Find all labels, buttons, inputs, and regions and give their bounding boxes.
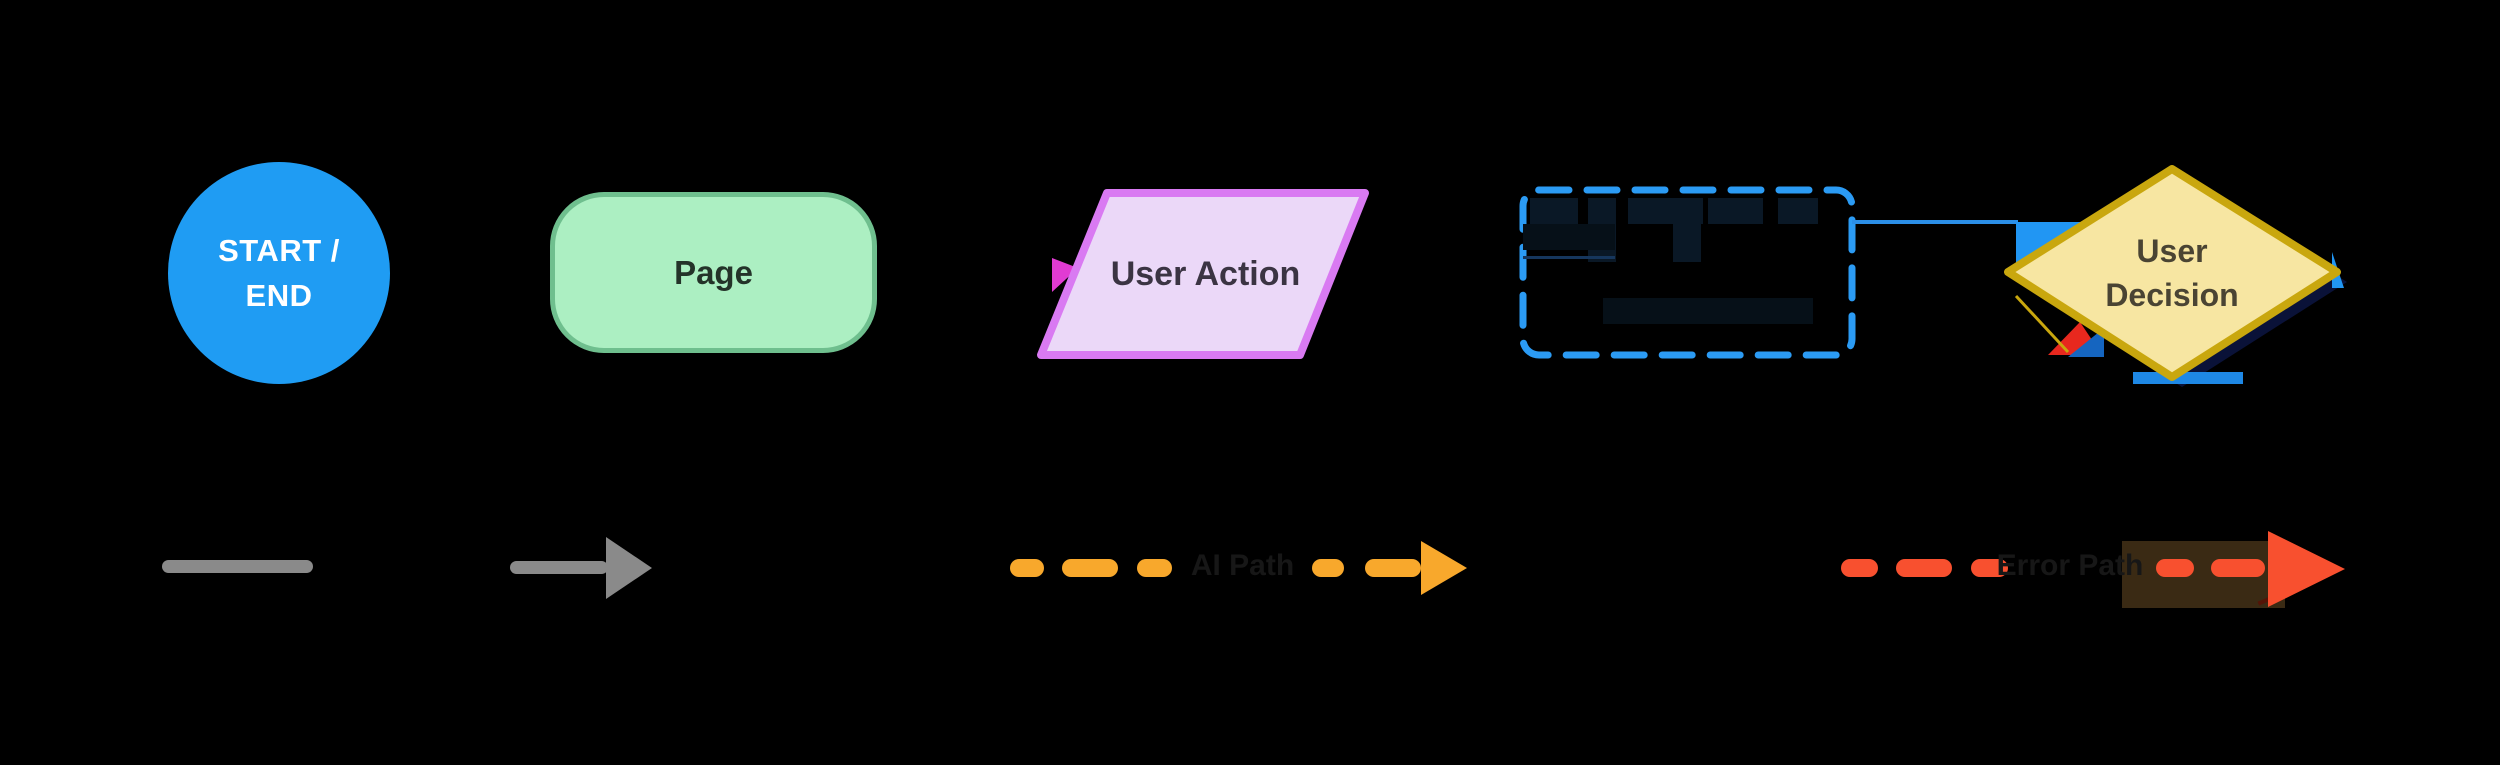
- error-path-dash: [1841, 559, 1878, 577]
- ai-path-dash: [1312, 559, 1344, 577]
- remnant-line: [1523, 256, 1615, 259]
- blue-bar-fragment: [2133, 372, 2243, 384]
- error-path-label: Error Path: [1996, 549, 2144, 582]
- remnant-block: [1708, 198, 1763, 224]
- remnant-band: [1603, 298, 1813, 324]
- parallelogram: [1037, 189, 1369, 359]
- diamond: [2004, 165, 2341, 381]
- user-action-shape: [1037, 189, 1369, 359]
- start-end-shape: [168, 162, 390, 384]
- hidden-process-shape: [1519, 186, 1856, 359]
- ai-path-arrow-head: [1421, 541, 1467, 595]
- background-blue-line: [1852, 220, 2018, 224]
- remnant-block: [1778, 198, 1818, 224]
- yellow-line-fragment: [2014, 294, 2070, 354]
- ai-path-dash: [1010, 559, 1044, 577]
- remnant-block: [1673, 198, 1701, 262]
- ai-path-dash: [1062, 559, 1118, 577]
- ai-path-dash: [1137, 559, 1172, 577]
- pink-fragment: [1052, 258, 1078, 292]
- dashed-rectangle: [1519, 186, 1856, 359]
- ai-path-label: AI Path: [1190, 549, 1295, 582]
- hidden-process-remnants: [1523, 190, 1852, 355]
- error-path-dash: [2156, 559, 2194, 577]
- remnant-band: [1523, 224, 1615, 250]
- error-path-dash: [1896, 559, 1952, 577]
- blue-fragment: [2068, 328, 2104, 357]
- remnant-block: [1530, 198, 1578, 224]
- ai-path-dash: [1365, 559, 1421, 577]
- plain-line: [162, 560, 313, 573]
- user-decision-shape: [2004, 165, 2347, 387]
- error-path-arrow-head: [2268, 531, 2345, 607]
- error-path-dash: [1971, 559, 2008, 577]
- solid-arrow-shaft: [510, 561, 608, 574]
- page-shape: [550, 192, 877, 353]
- solid-arrow-head: [606, 537, 652, 599]
- error-path-dash: [2211, 559, 2265, 577]
